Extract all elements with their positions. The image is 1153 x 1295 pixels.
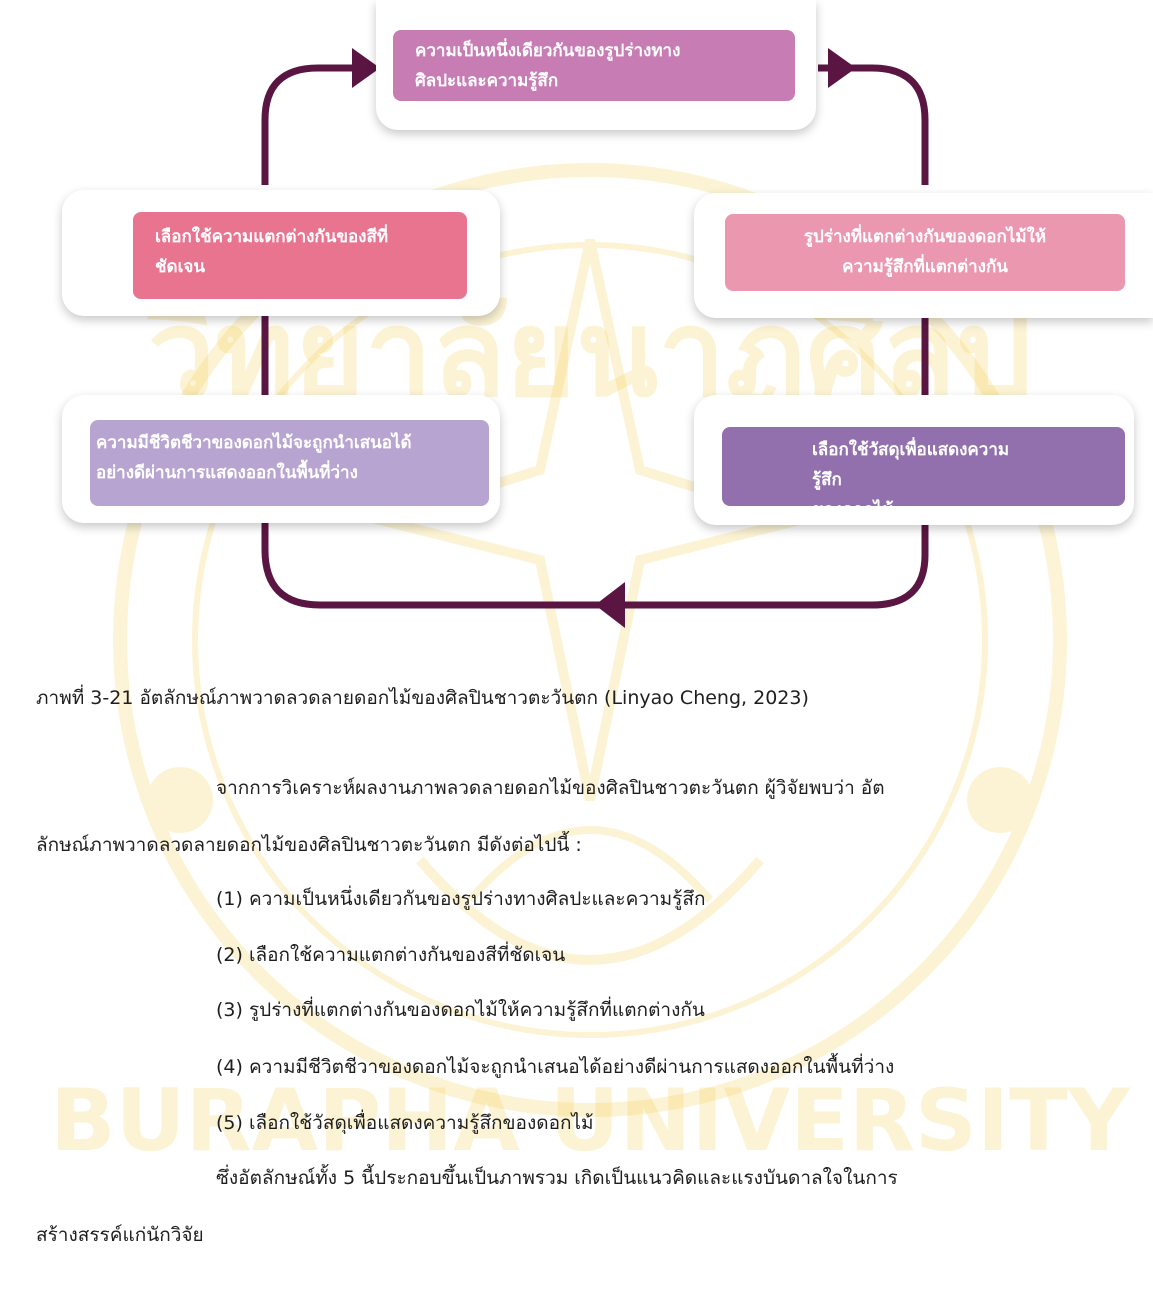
arrow-right-to-bottom (620, 312, 929, 609)
paragraph-1-line-1: จากการวิเคราะห์ผลงานภาพลวดลายดอกไม้ของศิ… (216, 777, 885, 799)
node-label-materials-feeling: เลือกใช้วัสดุเพื่อแสดงความรู้สึก ของดอกไ… (722, 427, 1125, 520)
arrow-head-bottom (595, 582, 625, 628)
arrow-left-to-top (261, 64, 365, 185)
list-item: (4) ความมีชีวิตชีวาของดอกไม้จะถูกนำเสนอไ… (216, 1056, 895, 1078)
list-item: (2) เลือกใช้ความแตกต่างกันของสีที่ชัดเจน (216, 944, 566, 966)
paragraph-1-line-2: ลักษณ์ภาพวาดลวดลายดอกไม้ของศิลปินชาวตะวั… (36, 834, 582, 856)
identity-cycle-diagram: ความเป็นหนึ่งเดียวกันของรูปร่างทาง ศิลปะ… (0, 0, 1153, 640)
node-label-flower-shapes: รูปร่างที่แตกต่างกันของดอกไม้ให้ ความรู้… (725, 214, 1125, 291)
arrow-head-top-right (828, 48, 856, 88)
document-caption: ภาพที่ 3-21 อัตลักษณ์ภาพวาดลวดลายดอกไม้ข… (36, 687, 809, 709)
arrow-bottom-to-left (261, 520, 620, 609)
node-label-color-contrast: เลือกใช้ความแตกต่างกันของสีที่ ชัดเจน (133, 212, 467, 299)
node-label-vitality-space: ความมีชีวิตชีวาของดอกไม้จะถูกนำเสนอได้ อ… (90, 420, 489, 506)
list-item: (5) เลือกใช้วัสดุเพื่อแสดงความรู้สึกของด… (216, 1112, 594, 1134)
paragraph-2-line-1: ซึ่งอัตลักษณ์ทั้ง 5 นี้ประกอบขึ้นเป็นภาพ… (216, 1167, 898, 1189)
list-item: (1) ความเป็นหนึ่งเดียวกันของรูปร่างทางศิ… (216, 888, 706, 910)
node-label-art-form-feeling: ความเป็นหนึ่งเดียวกันของรูปร่างทาง ศิลปะ… (393, 30, 795, 101)
arrow-top-to-right (818, 64, 929, 185)
paragraph-2-line-2: สร้างสรรค์แก่นักวิจัย (36, 1224, 204, 1246)
cycle-arrows (261, 48, 929, 628)
arrow-head-top-left (352, 48, 380, 88)
list-item: (3) รูปร่างที่แตกต่างกันของดอกไม้ให้ความ… (216, 999, 705, 1021)
